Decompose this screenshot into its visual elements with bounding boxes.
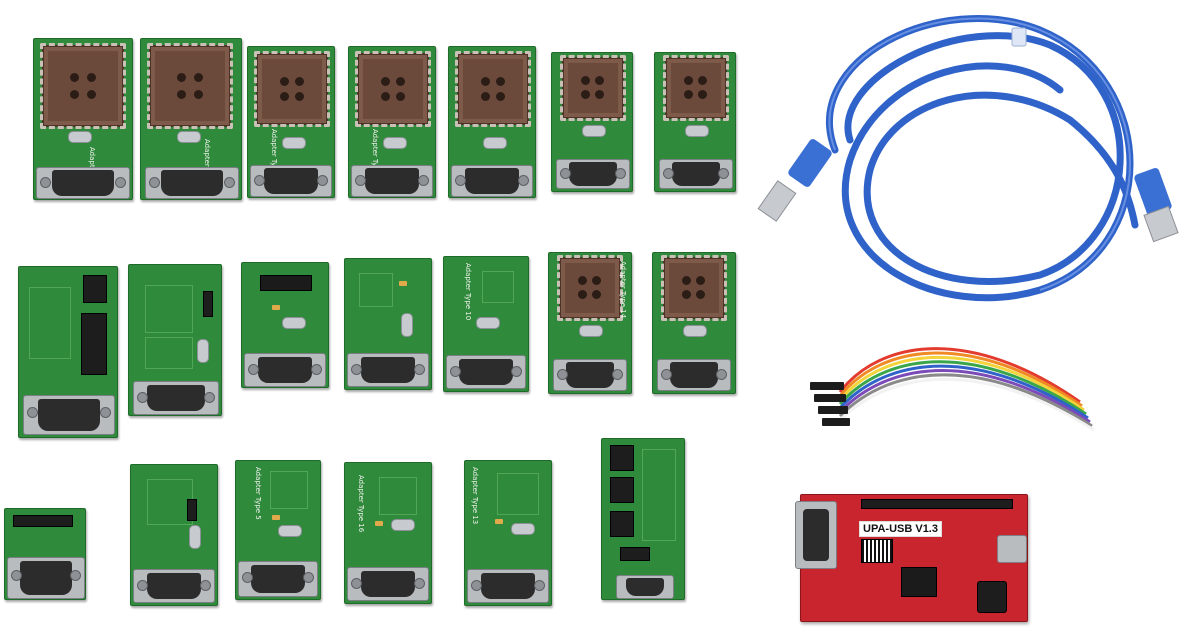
usb-b-plug-icon xyxy=(1134,168,1179,243)
adapter-board-plcc: Adapter Type 14 xyxy=(548,252,632,394)
usb-b-port xyxy=(997,535,1027,563)
usb-a-plug-icon xyxy=(757,139,832,222)
plcc-socket xyxy=(455,51,531,127)
adapter-board-chip: Adapter Type 16 xyxy=(344,462,432,604)
adapter-board-plcc xyxy=(448,46,536,198)
ic-chip xyxy=(901,567,937,597)
upa-usb-programmer-board: UPA-USB V1.3 xyxy=(795,494,1028,622)
dip-socket xyxy=(81,313,107,375)
dip-socket xyxy=(610,477,634,503)
qr-code-sticker xyxy=(861,539,893,563)
adapter-silkscreen-label: Adapter Type 13 xyxy=(471,467,479,525)
adapter-silkscreen-label: Adapter Type 10 xyxy=(464,263,472,321)
dc-power-jack xyxy=(977,581,1007,613)
plcc-socket xyxy=(560,55,626,121)
adapter-board-chip xyxy=(128,264,222,416)
db9-connector xyxy=(553,359,627,391)
db9-connector xyxy=(238,561,318,597)
adapter-board-plcc xyxy=(652,252,736,394)
adapter-board-plcc: Adapter Type 3 xyxy=(140,38,242,200)
usb-cable xyxy=(757,15,1179,302)
db9-connector xyxy=(795,501,837,569)
adapter-board-dip xyxy=(601,438,685,600)
db9-connector xyxy=(657,359,731,391)
adapter-silkscreen-label: Adapter Type 14 xyxy=(619,261,627,319)
adapter-board-dip xyxy=(18,266,118,438)
pin-header xyxy=(187,499,197,521)
programmer-label: UPA-USB V1.3 xyxy=(859,521,942,537)
jumper-wire xyxy=(810,347,1095,432)
plcc-socket xyxy=(147,43,233,129)
db9-connector xyxy=(133,381,219,415)
db9-connector xyxy=(659,159,733,189)
adapter-board-chip xyxy=(130,464,218,606)
adapter-board-plcc: Adapter Type 5 xyxy=(247,46,335,198)
db9-connector xyxy=(244,353,326,387)
adapter-board-chip: Adapter Type 10 xyxy=(443,256,529,392)
db9-connector xyxy=(133,569,215,603)
plcc-socket xyxy=(355,51,431,127)
adapter-board-plcc xyxy=(551,52,633,192)
db9-connector xyxy=(23,395,115,435)
db9-connector xyxy=(7,557,85,599)
adapter-silkscreen-label: Adapter Type 16 xyxy=(357,475,365,533)
adapter-board-chip: Adapter Type 13 xyxy=(464,460,552,606)
db9-connector xyxy=(351,165,433,197)
adapter-board-plcc xyxy=(654,52,736,192)
plcc-socket xyxy=(40,43,126,129)
ic-chip xyxy=(260,275,312,291)
plcc-socket xyxy=(557,255,623,321)
adapter-board-plcc: Adapter Type 6 xyxy=(348,46,436,198)
db9-connector xyxy=(347,353,429,387)
dupont-connector-icon xyxy=(810,382,850,426)
pin-header xyxy=(861,499,1013,509)
db9-connector xyxy=(36,167,130,199)
pin-header xyxy=(620,547,650,561)
plcc-socket xyxy=(661,255,727,321)
db9-connector xyxy=(145,167,239,199)
adapter-board-chip xyxy=(344,258,432,390)
adapter-board-plcc: Adapter Type 8 xyxy=(33,38,133,200)
dip-socket xyxy=(610,445,634,471)
adapter-board-header xyxy=(4,508,86,600)
pin-header xyxy=(203,291,213,317)
db9-connector xyxy=(446,355,526,389)
plcc-socket xyxy=(663,55,729,121)
db9-connector xyxy=(347,567,429,601)
dip-socket xyxy=(610,511,634,537)
db9-connector xyxy=(451,165,533,197)
adapter-silkscreen-label: Adapter Type 5 xyxy=(254,467,262,520)
adapter-board-chip: Adapter Type 5 xyxy=(235,460,321,600)
db9-connector xyxy=(556,159,630,189)
db9-connector xyxy=(467,569,549,603)
db9-connector xyxy=(616,575,674,599)
pin-header xyxy=(83,275,107,303)
db9-connector xyxy=(250,165,332,197)
pin-header xyxy=(13,515,73,527)
adapter-board-chip xyxy=(241,262,329,388)
plcc-socket xyxy=(254,51,330,127)
